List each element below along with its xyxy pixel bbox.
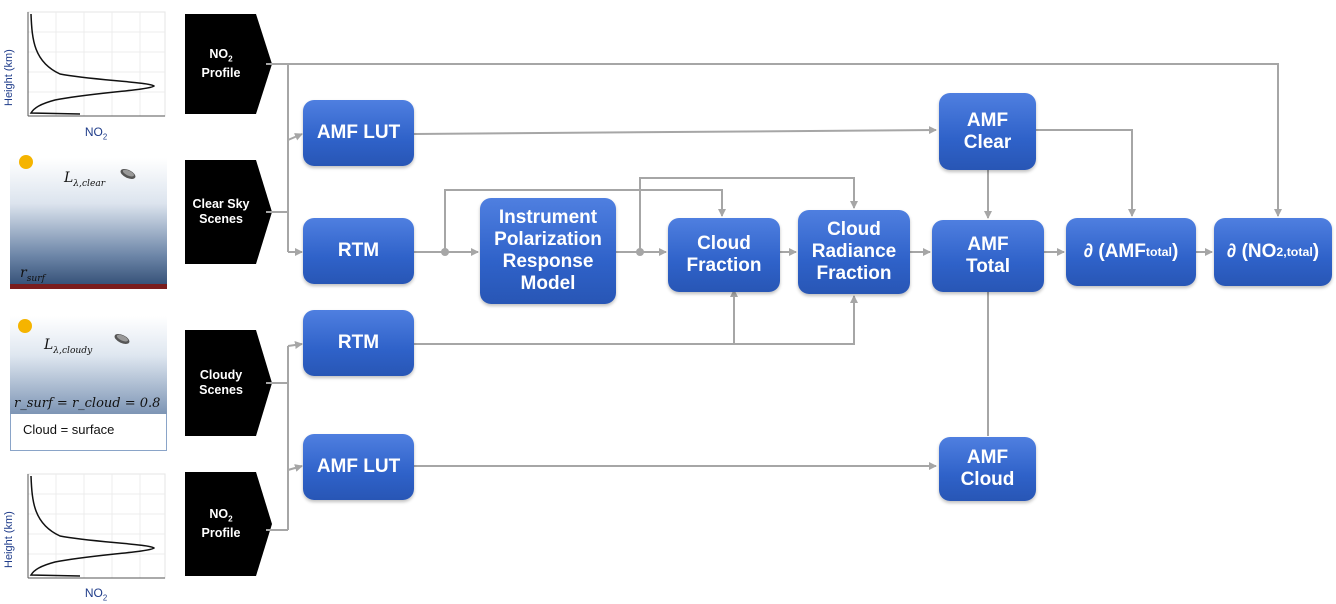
- amf-cloud-node: AMF Cloud: [939, 437, 1036, 501]
- profile-panel-top: [27, 11, 166, 117]
- input-arrow-no2-profile-bottom: [185, 472, 272, 576]
- no2-profile-curve: [29, 475, 156, 577]
- profile-bottom-xlabel: NO2: [84, 586, 108, 603]
- junction-dot: [441, 248, 449, 256]
- cloud-surface-note: Cloud = surface: [10, 414, 167, 451]
- sun-icon: [18, 319, 32, 333]
- input-clear-sky-label: Clear Sky Scenes: [192, 197, 250, 226]
- junction-dot: [636, 248, 644, 256]
- surface-reflectance-label: rsurf: [20, 265, 45, 284]
- input-no2-profile-top-label: NO2 Profile: [201, 46, 241, 81]
- profile-top-ylabel: Height (km): [3, 49, 15, 106]
- input-arrow-no2-profile-top: [185, 14, 272, 114]
- clear-sky-scene-panel: [10, 155, 167, 289]
- input-no2-profile-bottom-label: NO2 Profile: [201, 506, 241, 541]
- input-arrow-clear-sky: [185, 160, 272, 264]
- rtm-clear-node: RTM: [303, 218, 414, 284]
- clear-radiance-label: Lλ,clear: [64, 170, 106, 189]
- satellite-icon: [114, 334, 130, 344]
- input-arrow-cloudy: [185, 330, 272, 436]
- amf-lut-top-node: AMF LUT: [303, 100, 414, 166]
- profile-panel-bottom: [27, 473, 166, 579]
- instrument-polarization-node: Instrument Polarization Response Model: [480, 198, 616, 304]
- amf-lut-bottom-node: AMF LUT: [303, 434, 414, 500]
- cloud-radiance-fraction-node: Cloud Radiance Fraction: [798, 210, 910, 294]
- sun-icon: [19, 155, 33, 169]
- cloudy-scene-panel: [10, 316, 167, 414]
- input-cloudy-label: Cloudy Scenes: [199, 368, 243, 397]
- no2-profile-curve: [29, 13, 156, 115]
- profile-bottom-ylabel: Height (km): [3, 511, 15, 568]
- amf-total-node: AMF Total: [932, 220, 1044, 292]
- cloud-fraction-node: Cloud Fraction: [668, 218, 780, 292]
- connectors: [266, 63, 1282, 531]
- rtm-cloudy-node: RTM: [303, 310, 414, 376]
- amf-clear-node: AMF Clear: [939, 93, 1036, 170]
- cloudy-radiance-label: Lλ,cloudy: [44, 337, 93, 356]
- satellite-icon: [120, 169, 136, 179]
- cloud-reflectance-equation: r_surf = r_cloud = 0.8: [14, 396, 161, 411]
- profile-top-xlabel: NO2: [84, 125, 108, 142]
